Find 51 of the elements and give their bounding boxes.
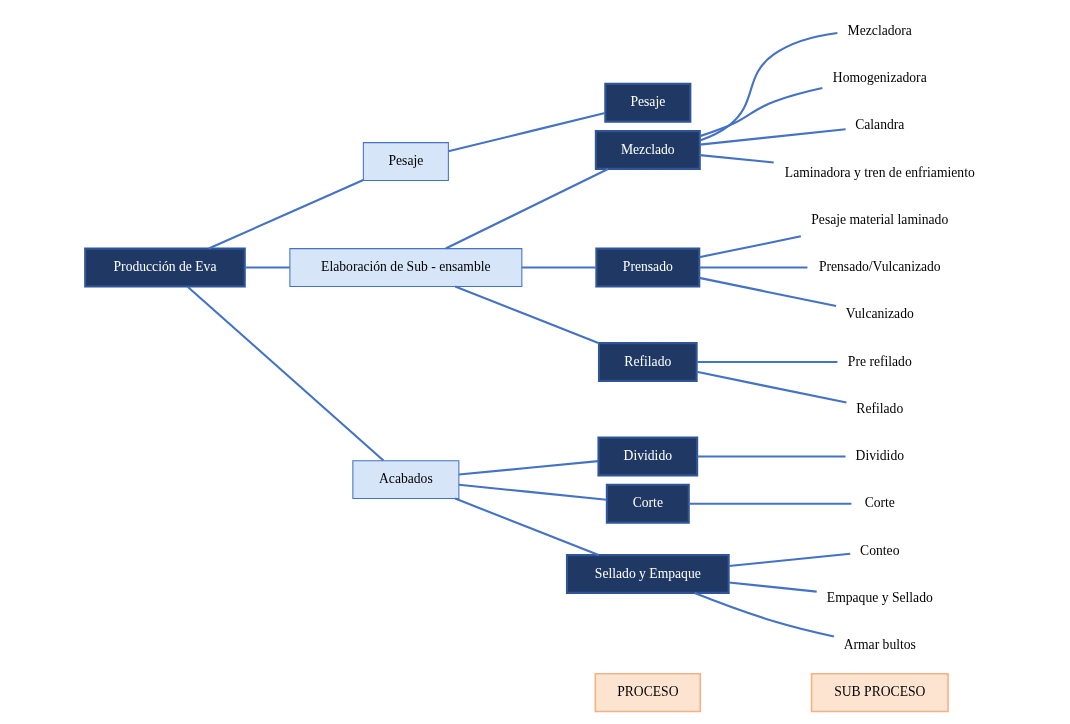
node-box: Elaboración de Sub - ensamble	[288, 248, 522, 287]
node-box: Dividido	[596, 436, 698, 477]
connector	[454, 285, 599, 345]
connector	[696, 370, 847, 404]
connector	[699, 87, 823, 138]
connector	[186, 285, 384, 462]
node-box: SUB PROCESO	[810, 672, 949, 713]
connector	[207, 179, 364, 250]
connector	[454, 497, 599, 557]
connector	[699, 32, 837, 142]
connector	[688, 502, 851, 505]
connector	[699, 128, 846, 146]
node-text: Refilado	[855, 400, 903, 416]
node-text: Laminadora y tren de enfriamiento	[784, 164, 975, 180]
connector	[447, 111, 605, 153]
connector	[458, 460, 598, 476]
node-text: Vulcanizado	[845, 306, 914, 322]
node-text: Calandra	[854, 117, 904, 133]
node-text: Dividido	[855, 448, 904, 464]
connector	[698, 235, 801, 259]
connector	[458, 483, 607, 501]
node-box: Acabados	[351, 460, 459, 499]
node-text: Corte	[864, 495, 895, 511]
node-text: Empaque y Sellado	[826, 589, 933, 605]
node-text: Conteo	[859, 542, 899, 558]
node-box: Pesaje	[603, 82, 691, 123]
connector	[444, 168, 608, 250]
connector	[699, 154, 774, 164]
connector	[696, 360, 837, 364]
connector	[696, 455, 846, 458]
node-box: Sellado y Empaque	[565, 554, 730, 594]
node-text: Mezcladora	[847, 22, 912, 38]
node-box: Prensado	[594, 247, 700, 288]
node-box: Refilado	[597, 342, 698, 382]
node-text: Pesaje material laminado	[810, 211, 948, 227]
node-text: Armar bultos	[843, 636, 916, 652]
node-box: Pesaje	[362, 142, 449, 181]
connector	[521, 266, 596, 269]
node-box: Producción de Eva	[83, 247, 246, 288]
connector	[693, 592, 834, 638]
node-text: Prensado/Vulcanizado	[818, 259, 941, 275]
node-text: Pre refilado	[847, 353, 912, 369]
node-box: Mezclado	[594, 130, 701, 170]
connector	[698, 266, 807, 269]
node-box: Corte	[605, 483, 690, 524]
connector	[698, 276, 836, 308]
node-text: Homogenizadora	[832, 70, 927, 86]
node-box: PROCESO	[594, 672, 701, 713]
connector	[728, 552, 850, 568]
connector	[244, 266, 290, 269]
connector	[728, 581, 817, 593]
